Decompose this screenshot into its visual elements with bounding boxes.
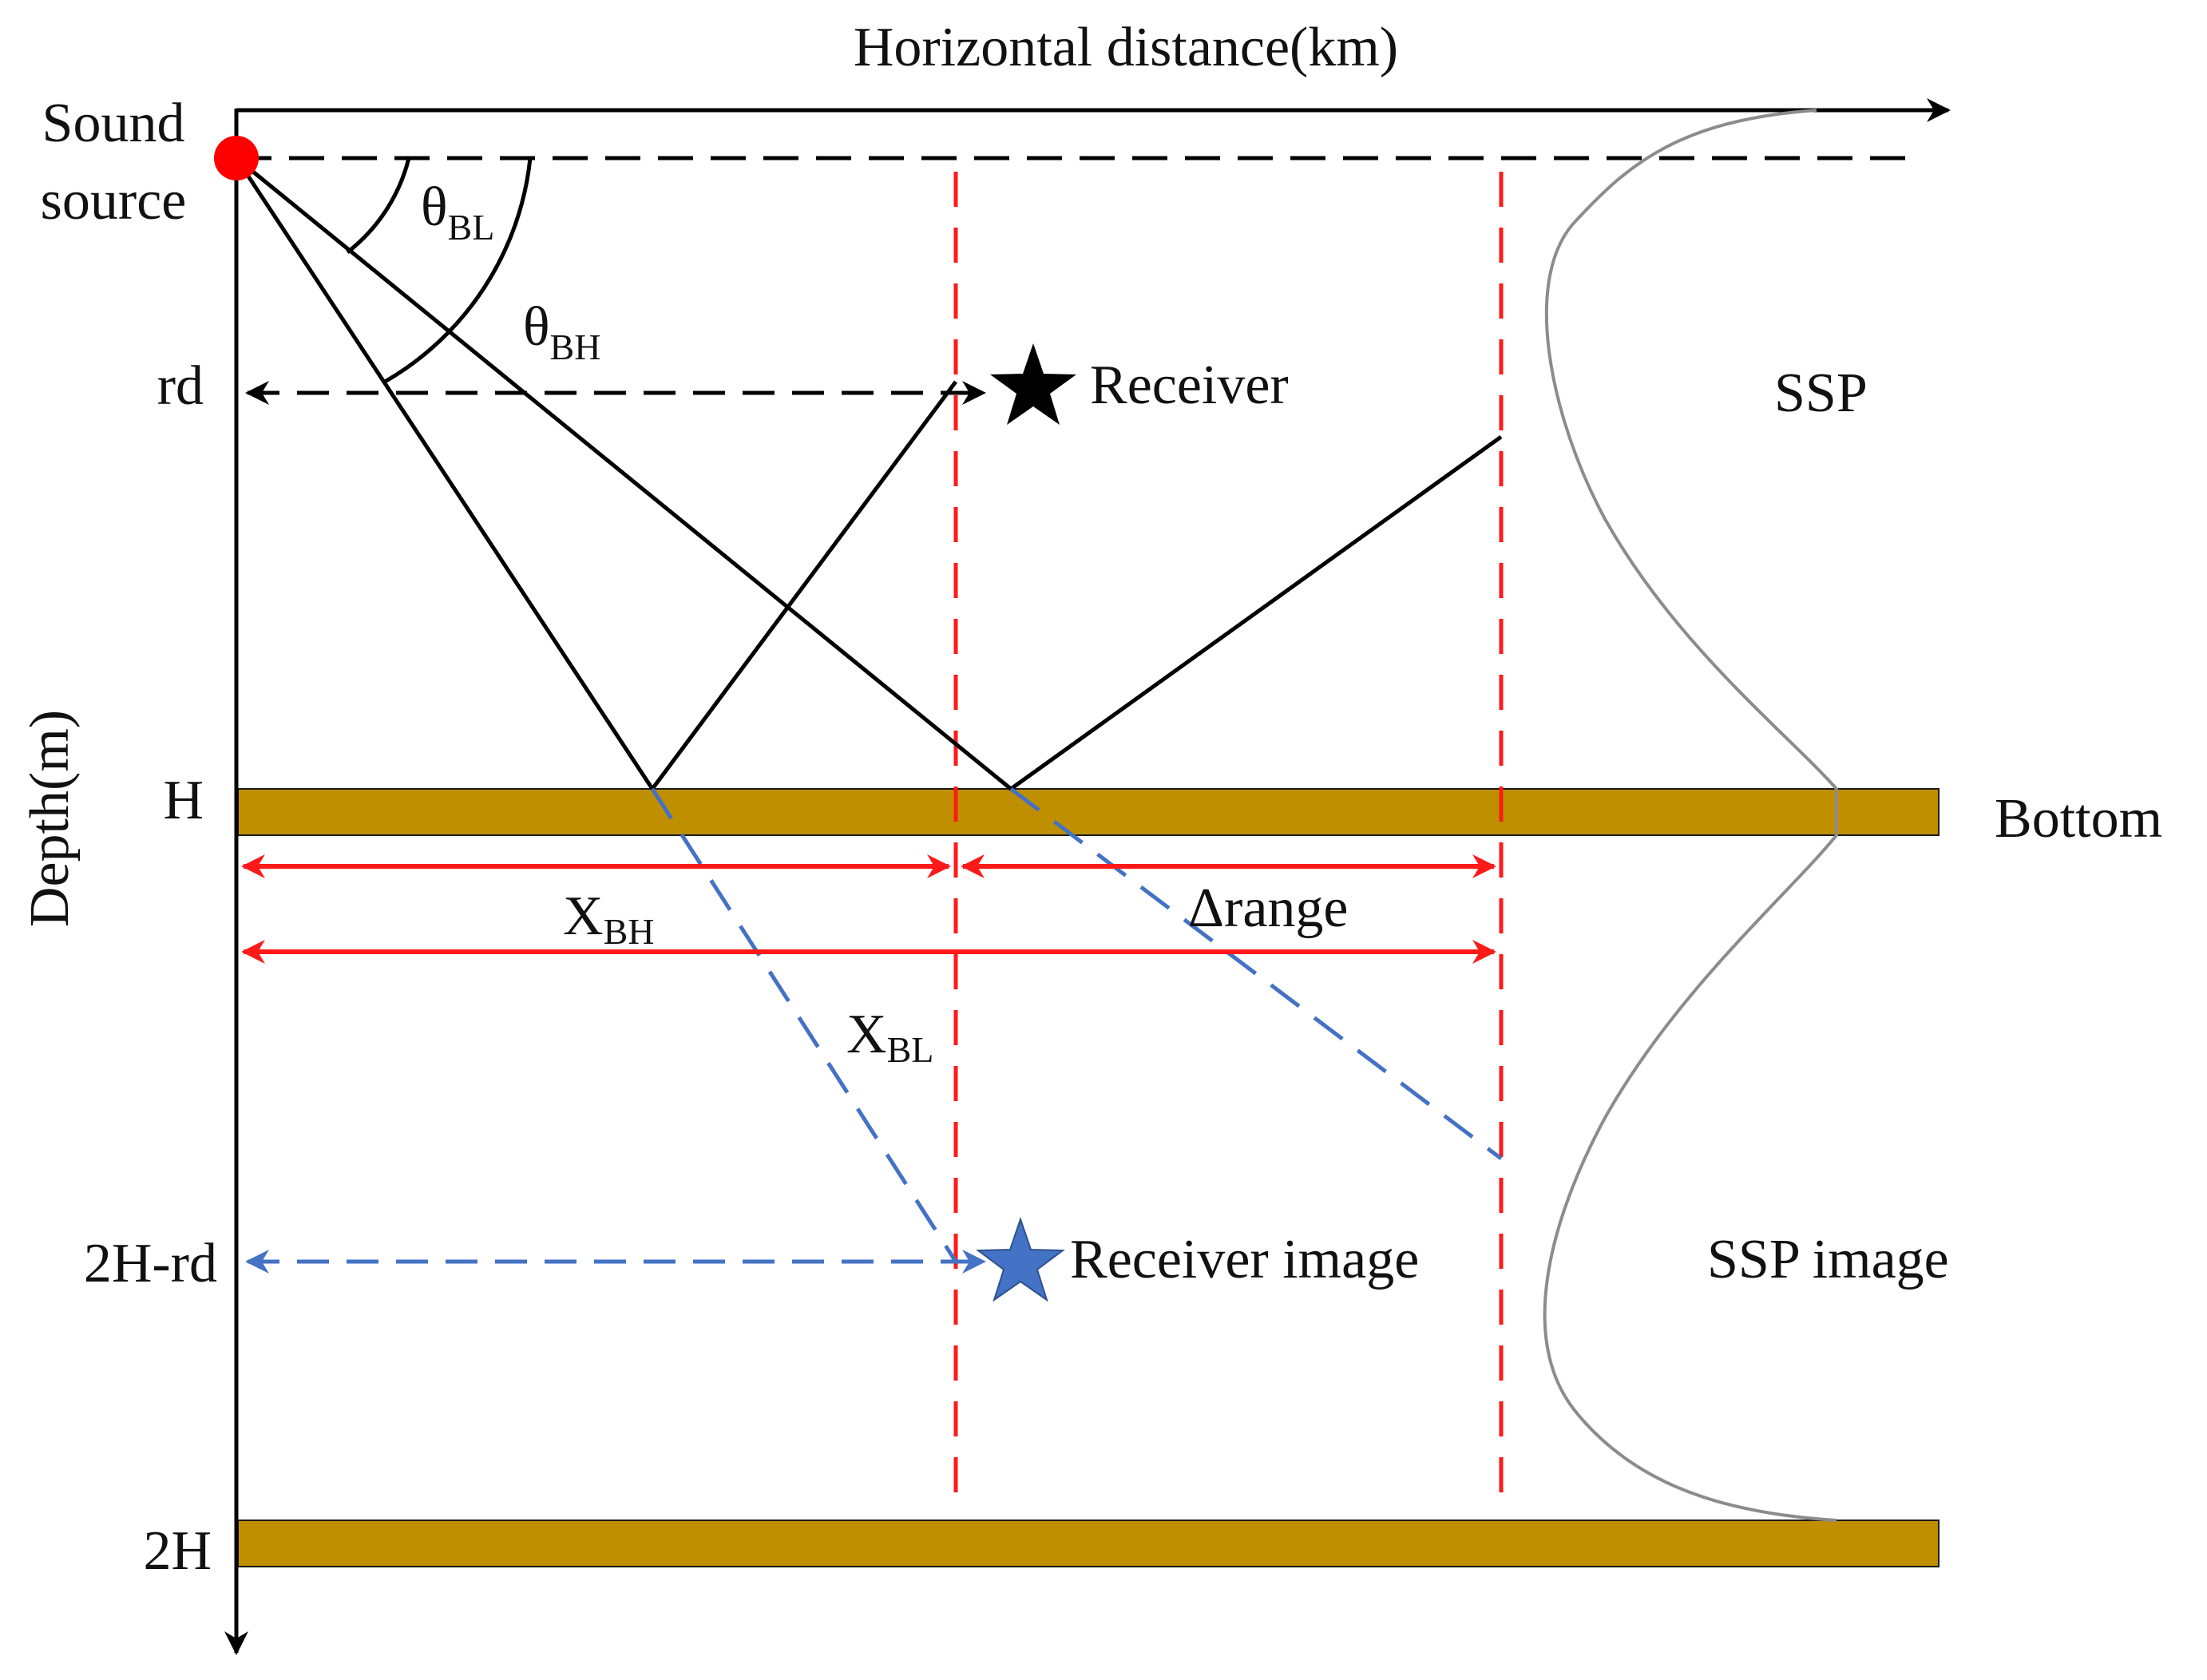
image-ray-bh — [1009, 787, 1503, 1160]
x-bl-label: XBL — [846, 1004, 933, 1070]
sound-source-dot — [214, 136, 259, 180]
image-ray-bl — [650, 787, 958, 1263]
x-axis-label: Horizontal distance(km) — [854, 17, 1398, 78]
depth-tick-h: H — [163, 770, 204, 831]
ssp-curve — [1543, 109, 1838, 1522]
theta-bl-sub: BL — [448, 207, 495, 248]
delta-range-label: Δrange — [1188, 878, 1348, 939]
ssp-label: SSP — [1774, 363, 1868, 424]
x-bl-sub: BL — [887, 1029, 934, 1070]
x-bh-label: XBH — [563, 886, 654, 952]
depth-tick-2h-rd: 2H-rd — [84, 1233, 217, 1294]
x-bl-main: X — [846, 1004, 887, 1065]
depth-tick-rd: rd — [157, 355, 204, 417]
sound-source-label-line2: source — [41, 170, 187, 232]
theta-bl-label: θBL — [421, 176, 494, 248]
receiver-star-icon — [990, 343, 1076, 425]
ray-bl — [234, 157, 958, 793]
ssp-image-label: SSP image — [1707, 1229, 1949, 1290]
theta-bh-arc — [383, 157, 533, 384]
receiver-image-star-icon — [976, 1216, 1065, 1302]
bottom-layer — [237, 788, 1940, 836]
theta-bl-arc — [346, 157, 411, 254]
theta-bh-main: θ — [523, 296, 550, 358]
theta-bh-sub: BH — [550, 327, 601, 367]
bottom-image-layer — [237, 1520, 1940, 1567]
bottom-label: Bottom — [1995, 788, 2162, 850]
ray-bh — [235, 157, 1503, 792]
y-axis-label: Depth(m) — [19, 710, 81, 927]
sound-source-label-line1: Sound — [42, 93, 185, 154]
theta-bh-label: θBH — [523, 296, 600, 367]
theta-bl-main: θ — [421, 176, 448, 238]
x-bh-main: X — [563, 886, 604, 947]
receiver-image-label: Receiver image — [1070, 1229, 1419, 1290]
depth-tick-2h: 2H — [143, 1520, 212, 1582]
x-bh-sub: BH — [604, 911, 655, 952]
receiver-label: Receiver — [1090, 355, 1289, 416]
